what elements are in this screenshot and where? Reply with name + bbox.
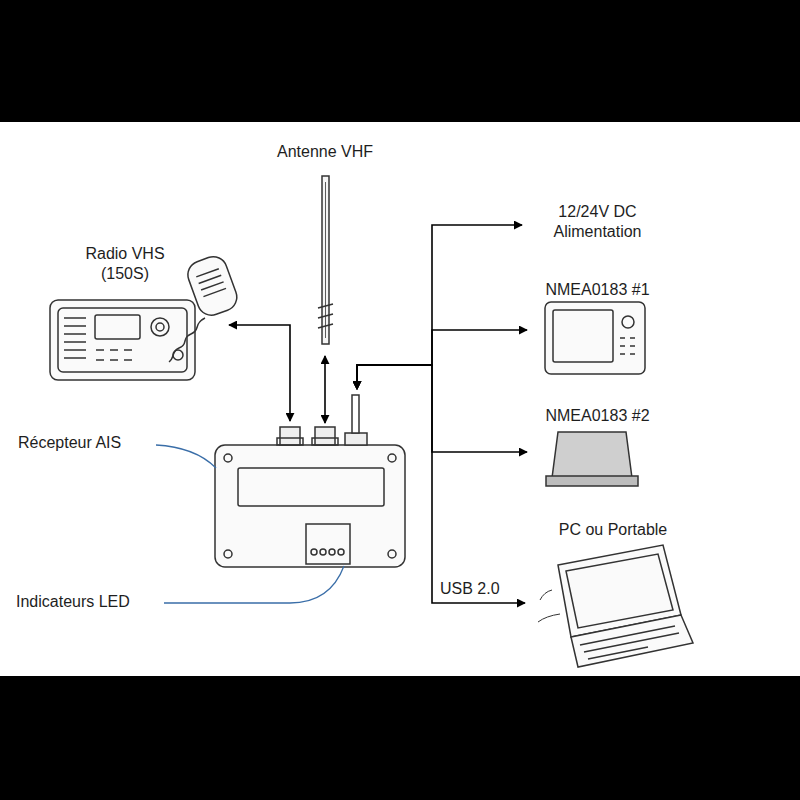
top-band <box>0 0 800 122</box>
power-node: 12/24V DC Alimentation <box>530 198 665 248</box>
chartplotter-drawing <box>545 302 645 374</box>
connector-arrow <box>357 365 525 603</box>
device-label: PC ou Portable <box>533 520 693 540</box>
device-label: NMEA0183 #1 <box>535 280 660 300</box>
device-label: Radio VHS (150S) <box>75 244 175 284</box>
laptop-drawing <box>538 545 693 667</box>
ais-receiver-drawing <box>215 395 405 567</box>
computer-node: PC ou Portable <box>533 518 693 673</box>
device-label: Antenne VHF <box>260 142 390 162</box>
antenna-drawing <box>318 176 333 344</box>
nmea-device-node: NMEA0183 #2 <box>535 404 660 490</box>
display-device-drawing <box>546 432 638 486</box>
leader-line <box>164 566 344 603</box>
callout-label: Indicateurs LED <box>14 592 132 612</box>
device-label: Récepteur AIS <box>18 433 168 453</box>
connector-arrow <box>324 356 326 423</box>
connector-arrow <box>229 325 290 421</box>
ais-receiver-node: Récepteur AIS <box>215 445 405 567</box>
bottom-band <box>0 676 800 800</box>
leader-line <box>156 445 216 468</box>
edge-label: USB 2.0 <box>438 579 502 599</box>
nmea-device-node: NMEA0183 #1 <box>535 278 660 378</box>
radio-node: Radio VHS (150S) <box>45 240 205 385</box>
antenna-node: Antenne VHF <box>270 140 380 350</box>
device-label: NMEA0183 #2 <box>535 406 660 426</box>
connector-arrow <box>357 330 527 389</box>
device-label: 12/24V DC Alimentation <box>530 202 665 242</box>
connector-arrow <box>357 365 527 452</box>
